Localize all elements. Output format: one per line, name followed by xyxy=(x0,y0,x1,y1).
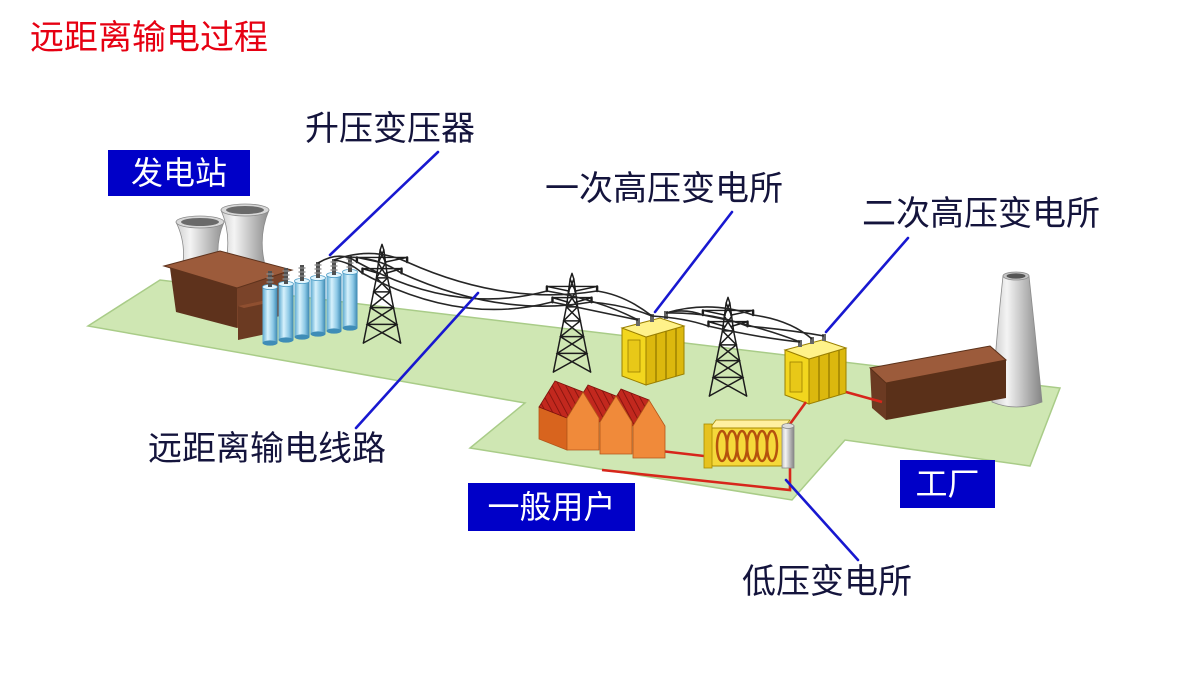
leader-line-primary-substation xyxy=(653,210,734,314)
houses-graphic xyxy=(538,380,666,459)
secondary-substation-graphic xyxy=(783,334,848,405)
label-factory: 工厂 xyxy=(900,460,995,508)
house xyxy=(604,388,666,459)
label-transmission-line: 远距离输电线路 xyxy=(148,429,386,469)
transformer-cylinder xyxy=(293,264,311,341)
leader-line-low-voltage-substation xyxy=(784,478,860,562)
label-secondary-hv-substation: 二次高压变电所 xyxy=(862,194,1100,234)
transformer-cylinder xyxy=(309,261,327,338)
leader-line-transmission-line xyxy=(354,291,480,430)
distribution-line xyxy=(788,401,808,425)
diagram-title: 远距离输电过程 xyxy=(30,20,268,57)
primary-substation-graphic xyxy=(620,311,686,386)
distribution-line xyxy=(601,468,792,492)
label-power-station: 发电站 xyxy=(108,150,250,196)
house xyxy=(538,380,600,451)
label-general-users: 一般用户 xyxy=(468,483,635,531)
distribution-line xyxy=(845,390,883,404)
factory-building xyxy=(868,345,1008,420)
label-low-voltage-substation: 低压变电所 xyxy=(742,562,912,602)
label-step-up-transformer: 升压变压器 xyxy=(305,109,475,149)
leader-line-secondary-substation xyxy=(824,236,910,334)
leader-line-step-up-transformer xyxy=(328,150,440,257)
factory-graphic xyxy=(868,271,1043,420)
label-primary-hv-substation: 一次高压变电所 xyxy=(545,169,783,209)
low-voltage-substation-graphic xyxy=(703,419,795,469)
transformer-cylinder xyxy=(325,258,343,335)
transmission-wires xyxy=(317,252,825,343)
